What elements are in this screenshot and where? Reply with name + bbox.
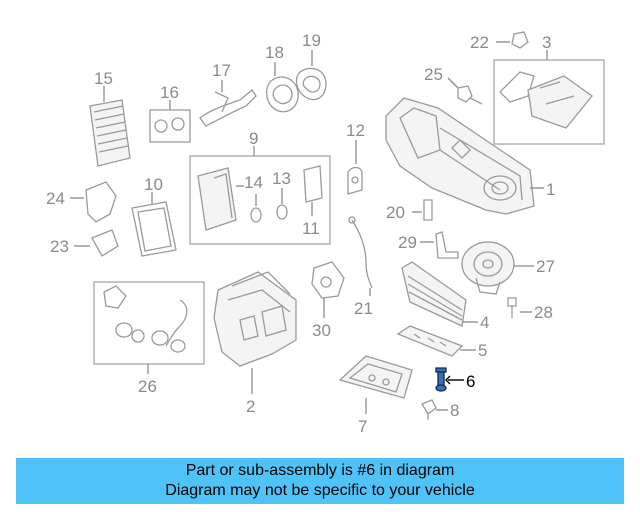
callout-2: 2 bbox=[246, 397, 255, 416]
callout-21: 21 bbox=[354, 299, 373, 318]
callout-7: 7 bbox=[358, 417, 367, 436]
part-24-module: 24 bbox=[46, 181, 117, 223]
part-20-sensor: 20 bbox=[386, 199, 433, 222]
callout-22: 22 bbox=[470, 33, 489, 52]
callout-24: 24 bbox=[46, 189, 65, 208]
part-29-seal: 29 bbox=[398, 231, 459, 259]
part-7-tray: 7 bbox=[338, 355, 413, 436]
callout-25: 25 bbox=[424, 65, 443, 84]
part-1-heater-case: 1 bbox=[385, 97, 555, 215]
part-27-blower-motor: 27 bbox=[461, 241, 555, 295]
caption-banner: Part or sub-assembly is #6 in diagram Di… bbox=[16, 458, 624, 504]
callout-27: 27 bbox=[536, 257, 555, 276]
part-23-bracket: 23 bbox=[50, 229, 119, 257]
callout-14: 14 bbox=[244, 173, 263, 192]
part-2-housing: 2 bbox=[213, 271, 297, 416]
part-12-actuator: 12 bbox=[346, 121, 365, 195]
callout-30: 30 bbox=[312, 321, 331, 340]
caption-line-2: Diagram may not be specific to your vehi… bbox=[165, 482, 475, 499]
part-6-screw-highlighted: 6 bbox=[435, 367, 475, 392]
part-5-duct: 5 bbox=[396, 325, 487, 360]
part-3-panel-assembly: 3 bbox=[493, 33, 605, 145]
callout-4: 4 bbox=[480, 313, 489, 332]
part-8-clip: 8 bbox=[421, 399, 459, 420]
callout-6: 6 bbox=[466, 372, 475, 391]
part-10-filter-frame: 10 bbox=[131, 175, 177, 257]
callout-16: 16 bbox=[160, 83, 179, 102]
callout-12: 12 bbox=[346, 121, 365, 140]
part-22-clip: 22 bbox=[470, 31, 529, 52]
part-16-clips: 16 bbox=[149, 83, 191, 143]
callout-23: 23 bbox=[50, 237, 69, 256]
part-18-gasket: 18 bbox=[265, 43, 299, 113]
callout-10: 10 bbox=[144, 175, 163, 194]
callout-15: 15 bbox=[94, 69, 113, 88]
callout-8: 8 bbox=[450, 401, 459, 420]
part-17-duct: 17 bbox=[199, 61, 257, 127]
callout-26: 26 bbox=[138, 377, 157, 396]
caption-line-1: Part or sub-assembly is #6 in diagram bbox=[185, 462, 455, 479]
callout-29: 29 bbox=[398, 233, 417, 252]
callout-11: 11 bbox=[302, 219, 320, 238]
callout-28: 28 bbox=[534, 303, 553, 322]
part-19-seal: 19 bbox=[295, 31, 327, 101]
part-21-wire: 21 bbox=[348, 216, 373, 318]
callout-17: 17 bbox=[212, 61, 231, 80]
part-9-assembly-box: 9 14 13 11 bbox=[189, 129, 331, 245]
part-28-screw: 28 bbox=[507, 297, 553, 322]
callout-1: 1 bbox=[546, 180, 555, 199]
part-4-evaporator: 4 bbox=[401, 261, 489, 332]
callout-18: 18 bbox=[265, 43, 284, 62]
part-25-bolt: 25 bbox=[424, 65, 483, 105]
callout-19: 19 bbox=[302, 31, 321, 50]
part-26-assembly-box: 26 bbox=[93, 281, 205, 396]
part-15-cabin-filter: 15 bbox=[89, 69, 131, 167]
callout-5: 5 bbox=[478, 341, 487, 360]
callout-13: 13 bbox=[272, 169, 291, 188]
parts-diagram: 15 16 17 18 19 22 3 bbox=[46, 31, 605, 436]
callout-9: 9 bbox=[249, 129, 258, 148]
part-30-actuator: 30 bbox=[311, 261, 345, 340]
callout-20: 20 bbox=[386, 203, 405, 222]
callout-3: 3 bbox=[542, 33, 551, 52]
